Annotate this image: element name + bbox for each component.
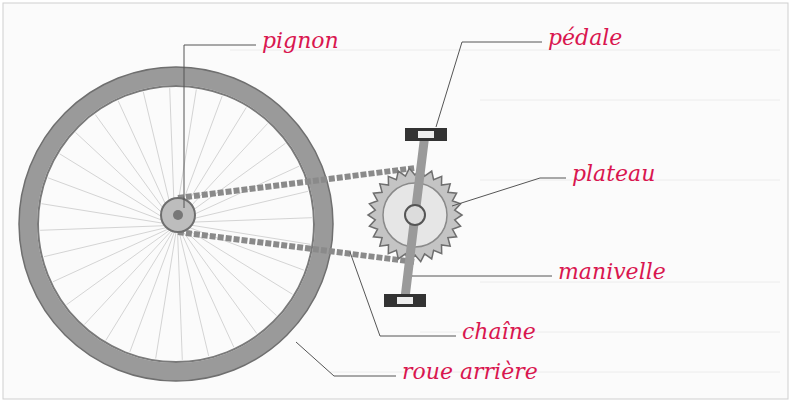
leader-line [452, 178, 566, 206]
spoke [178, 232, 183, 360]
frame [3, 3, 788, 399]
spoke [183, 166, 299, 219]
tyre-edge [19, 67, 333, 381]
spoke [170, 88, 175, 216]
spoke [95, 115, 170, 219]
part-label: pignon [260, 29, 341, 53]
spoke [180, 231, 233, 347]
spoke [67, 230, 171, 305]
pedal [405, 128, 447, 141]
part-label: chaîne [460, 320, 538, 344]
part-label: plateau [570, 162, 657, 186]
pedal-axle [397, 297, 413, 304]
spoke [179, 231, 209, 356]
spokes [40, 88, 312, 360]
leader-lines [184, 42, 566, 376]
spoke [40, 226, 168, 231]
crank-arm [415, 134, 425, 215]
spoke [44, 227, 169, 257]
bottom-bracket [405, 205, 425, 225]
leader-line [184, 45, 256, 208]
spoke [60, 154, 169, 221]
part-label: pédale [546, 26, 624, 50]
crank-arm [405, 215, 415, 298]
spoke [130, 232, 175, 352]
spoke [184, 218, 312, 223]
spoke [53, 228, 169, 281]
rear-hub [173, 210, 183, 220]
rim [38, 86, 314, 362]
leader-line [350, 252, 456, 336]
pedal [384, 294, 426, 307]
pedal-axle [418, 131, 434, 138]
leader-line [436, 42, 542, 127]
spoke [156, 232, 176, 358]
spoke [106, 231, 173, 340]
leader-line [296, 342, 396, 376]
tyre [28, 76, 324, 372]
spoke [182, 143, 286, 218]
part-label: roue arrière [400, 360, 540, 384]
spoke [42, 204, 168, 224]
spoke [180, 123, 267, 217]
spoke [182, 230, 257, 334]
spoke [179, 108, 246, 217]
spoke [75, 132, 169, 219]
spoke [118, 101, 171, 217]
spoke [48, 178, 168, 223]
spoke [84, 231, 171, 325]
part-label: manivelle [556, 260, 668, 284]
spoke [143, 92, 173, 217]
rear-sprocket [161, 198, 195, 232]
leader-line [412, 276, 552, 277]
